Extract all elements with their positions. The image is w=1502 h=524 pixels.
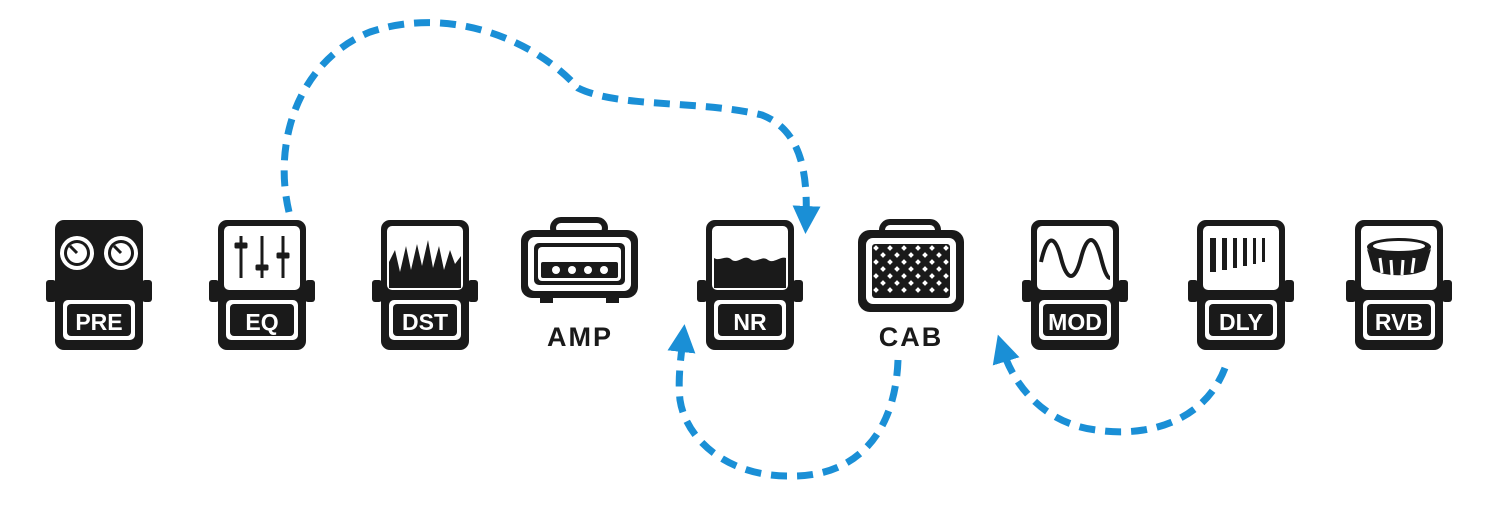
sine-wave-icon xyxy=(1039,238,1111,280)
grill-hole xyxy=(894,252,900,258)
grill-hole xyxy=(894,280,900,286)
block-label-dly: DLY xyxy=(1219,309,1263,335)
grill-hole xyxy=(943,273,949,279)
grill-hole xyxy=(943,259,949,265)
grill-hole xyxy=(929,259,935,265)
delay-bars-icon xyxy=(1210,238,1265,272)
block-label-amp: AMP xyxy=(547,322,613,352)
amp-head-icon xyxy=(521,217,638,303)
block-dly[interactable]: DLY xyxy=(1188,220,1294,350)
grill-hole xyxy=(915,273,921,279)
grill-hole xyxy=(943,287,949,293)
speaker-cabinet-icon xyxy=(858,219,964,312)
block-label-mod: MOD xyxy=(1048,309,1102,335)
block-label-dst: DST xyxy=(402,309,448,335)
block-dst[interactable]: DST xyxy=(372,220,478,350)
noise-reduction-wave-icon xyxy=(714,257,786,288)
grill-hole xyxy=(922,266,928,272)
grill-hole xyxy=(922,252,928,258)
block-label-pre: PRE xyxy=(75,309,122,335)
grill-hole xyxy=(908,280,914,286)
grill-hole xyxy=(880,252,886,258)
eq-sliders-icon xyxy=(234,236,290,278)
route-arrow-cab-to-nr xyxy=(667,324,902,480)
grill-hole xyxy=(901,245,907,251)
grill-hole xyxy=(915,287,921,293)
grill-hole xyxy=(943,245,949,251)
grill-hole xyxy=(873,245,879,251)
cab-grill xyxy=(873,245,949,293)
grill-hole xyxy=(929,273,935,279)
grill-hole xyxy=(936,266,942,272)
grill-hole xyxy=(887,287,893,293)
grill-hole xyxy=(887,273,893,279)
grill-hole xyxy=(936,280,942,286)
grill-hole xyxy=(901,259,907,265)
grill-hole xyxy=(922,280,928,286)
grill-hole xyxy=(873,259,879,265)
block-label-nr: NR xyxy=(733,309,767,335)
block-pre[interactable]: PRE xyxy=(46,220,152,350)
grill-hole xyxy=(873,287,879,293)
grill-hole xyxy=(936,252,942,258)
grill-hole xyxy=(915,245,921,251)
overdrive-knobs-icon xyxy=(60,236,138,270)
grill-hole xyxy=(929,245,935,251)
grill-hole xyxy=(873,273,879,279)
route-arrow-eq-to-nr xyxy=(280,19,821,234)
block-label-cab: CAB xyxy=(879,322,944,352)
reverb-drum-icon xyxy=(1367,238,1431,276)
grill-hole xyxy=(908,266,914,272)
grill-hole xyxy=(901,273,907,279)
block-rvb[interactable]: RVB xyxy=(1346,220,1452,350)
grill-hole xyxy=(908,252,914,258)
distortion-wave-icon xyxy=(389,240,461,288)
grill-hole xyxy=(887,245,893,251)
grill-hole xyxy=(880,280,886,286)
grill-hole xyxy=(880,266,886,272)
block-amp[interactable]: AMP xyxy=(521,217,638,352)
grill-hole xyxy=(915,259,921,265)
grill-hole xyxy=(887,259,893,265)
block-cab[interactable]: CAB xyxy=(858,219,964,352)
block-mod[interactable]: MOD xyxy=(1022,220,1128,350)
grill-hole xyxy=(901,287,907,293)
grill-hole xyxy=(929,287,935,293)
grill-hole xyxy=(894,266,900,272)
block-eq[interactable]: EQ xyxy=(209,220,315,350)
route-arrow-dly-to-cab xyxy=(992,334,1229,436)
block-label-rvb: RVB xyxy=(1375,309,1423,335)
block-label-eq: EQ xyxy=(245,309,278,335)
block-nr[interactable]: NR xyxy=(697,220,803,350)
